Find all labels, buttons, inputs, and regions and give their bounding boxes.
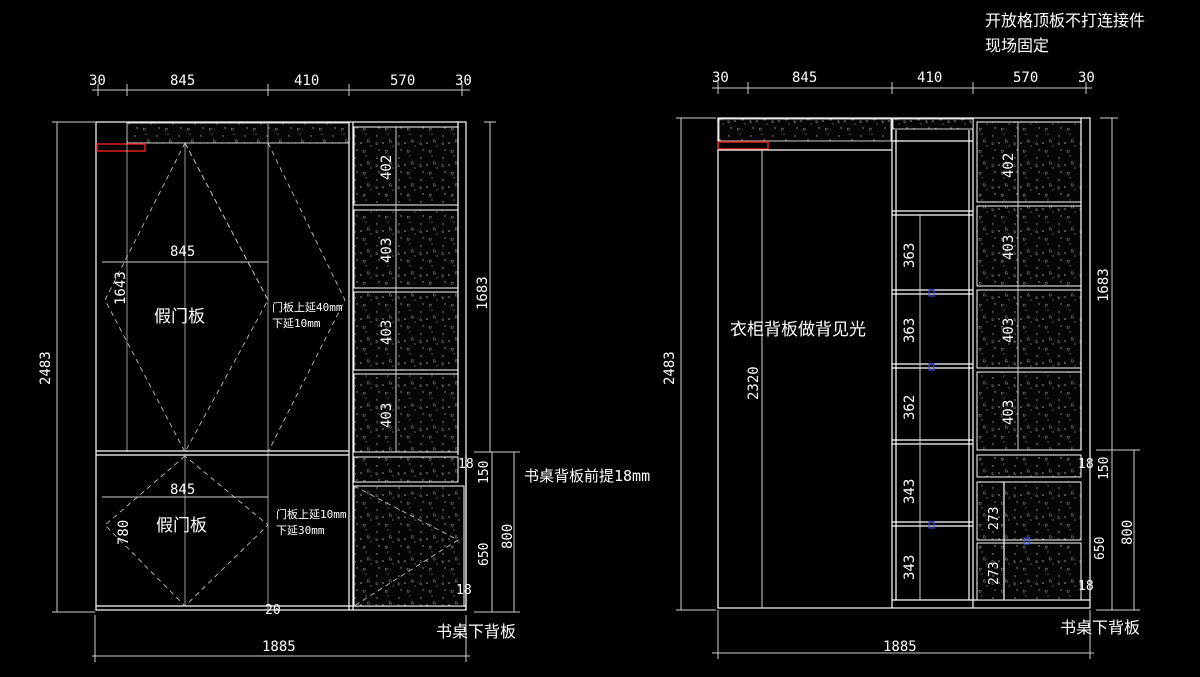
left-top-dim-1: 30 (89, 73, 106, 89)
note-line-1: 开放格顶板不打连接件 (985, 11, 1145, 30)
left-right-height-lower: 800 (500, 524, 516, 549)
left-shelf-3: 403 (379, 320, 395, 345)
right-top-dim-2: 845 (792, 70, 817, 86)
right-shelf-2: 403 (1001, 235, 1017, 260)
right-red-connector-marker (717, 141, 769, 150)
left-top-dim-3: 410 (294, 73, 319, 89)
middle-shelf-3: 362 (902, 395, 918, 420)
lower-fake-door-label: 假门板 (156, 516, 207, 536)
desk-back-note: 书桌背板前提18mm (524, 467, 650, 485)
bottom-gap-label: 20 (265, 603, 281, 618)
left-desk-gap-top: 18 (458, 457, 474, 472)
desk-shelf-2: 273 (987, 562, 1002, 585)
left-shelf-1: 402 (379, 155, 395, 180)
lower-door-note-2: 下延30mm (276, 524, 325, 537)
red-connector-marker (96, 143, 146, 152)
upper-door-note-1: 门板上延40mm (272, 300, 343, 314)
right-top-dim-5: 30 (1078, 70, 1095, 86)
left-shelf-2: 403 (379, 238, 395, 263)
left-desk-bottom: 18 (456, 583, 472, 598)
upper-right-door-diamond (267, 142, 346, 453)
middle-shelf-1: 363 (902, 243, 918, 268)
wardrobe-note: 衣柜背板做背见光 (730, 320, 866, 340)
left-desk-height: 650 (477, 543, 492, 566)
note-line-2: 现场固定 (985, 36, 1049, 55)
upper-door-width: 845 (170, 244, 195, 260)
upper-door-height: 1643 (113, 271, 129, 305)
upper-door-diamond (104, 142, 269, 453)
left-total-width: 1885 (262, 639, 296, 655)
left-top-dim-5: 30 (455, 73, 472, 89)
middle-shelf-5: 343 (902, 555, 918, 580)
left-right-height-upper: 1683 (475, 276, 491, 310)
left-desk-back-panel (353, 485, 465, 607)
left-shelf-column: 402 403 403 403 (353, 122, 459, 455)
upper-fake-door-label: 假门板 (154, 307, 205, 327)
middle-shelf-column: 363 363 362 343 343 (892, 140, 973, 600)
right-cabinet-outline (717, 117, 1091, 609)
upper-door-note-2: 下延10mm (272, 317, 321, 330)
lower-door-note-1: 门板上延10mm (276, 507, 347, 521)
right-top-dim-3: 410 (917, 70, 942, 86)
right-total-width: 1885 (883, 639, 917, 655)
right-top-dim-1: 30 (712, 70, 729, 86)
lower-door-height: 780 (116, 520, 132, 545)
left-cabinet-outline (95, 121, 467, 611)
desk-shelf-1: 273 (987, 507, 1002, 530)
left-shelf-4: 403 (379, 403, 395, 428)
wardrobe-height: 2320 (746, 366, 762, 400)
left-elevation: 30 845 410 570 30 2483 1885 (38, 73, 650, 662)
lower-door-width: 845 (170, 482, 195, 498)
right-shelf-1: 402 (1001, 153, 1017, 178)
middle-shelf-2: 363 (902, 318, 918, 343)
left-desk-gap-top2: 150 (477, 461, 492, 484)
right-elevation: 30 845 410 570 30 2483 1885 2320 衣柜背板做背见… (662, 70, 1140, 659)
right-right-height-lower: 800 (1120, 520, 1136, 545)
left-top-dim-2: 845 (170, 73, 195, 89)
left-top-dim-4: 570 (390, 73, 415, 89)
middle-shelf-4: 343 (902, 479, 918, 504)
left-total-height: 2483 (38, 351, 54, 385)
right-right-height-upper: 1683 (1096, 268, 1112, 302)
right-top-dim-4: 570 (1013, 70, 1038, 86)
right-total-height: 2483 (662, 351, 678, 385)
right-shelf-column: 402 403 403 403 (976, 118, 1082, 451)
right-desk-height: 650 (1093, 537, 1108, 560)
right-desk-gap-top: 18 (1078, 457, 1094, 472)
right-desk-bottom: 18 (1078, 579, 1094, 594)
left-desk-lower-back-label: 书桌下背板 (436, 622, 516, 641)
right-desk-gap-top2: 150 (1097, 457, 1112, 480)
right-shelf-3: 403 (1001, 318, 1017, 343)
right-desk-lower-back-label: 书桌下背板 (1060, 618, 1140, 637)
right-shelf-4: 403 (1001, 400, 1017, 425)
